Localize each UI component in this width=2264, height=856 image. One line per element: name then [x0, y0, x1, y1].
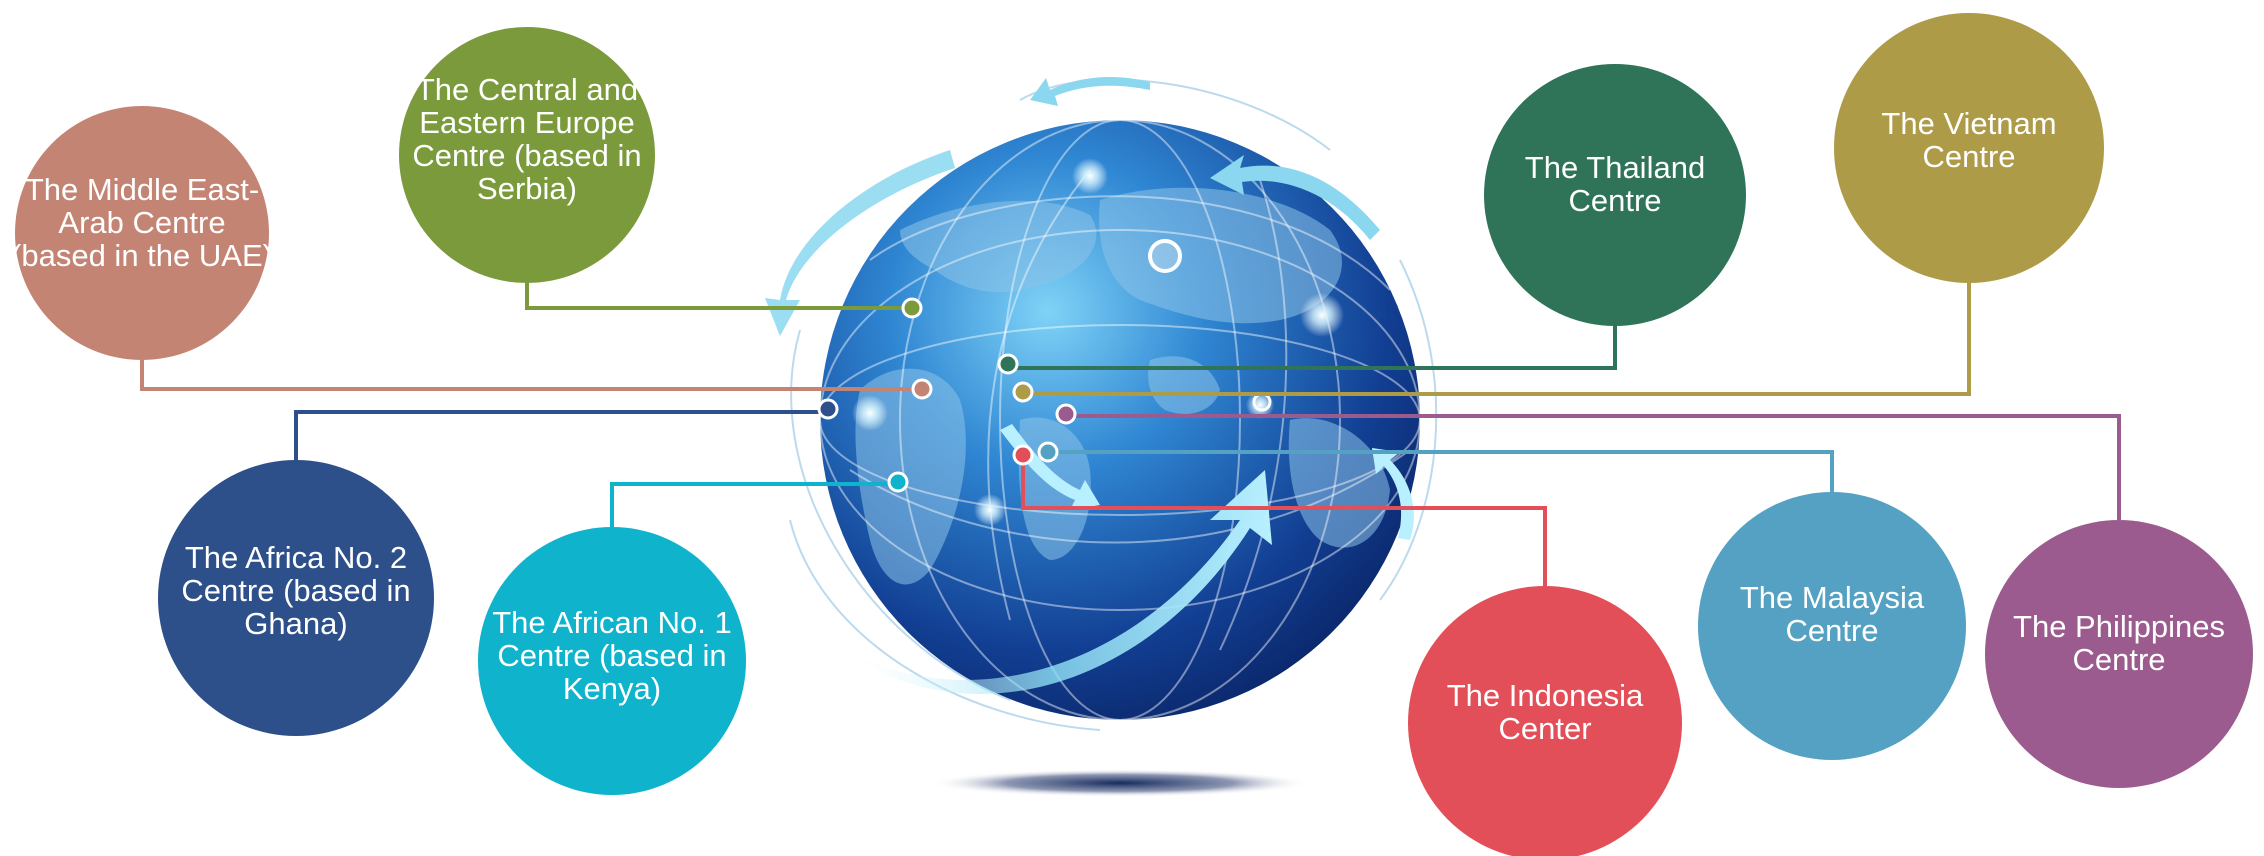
centre-circle-middle-east	[15, 106, 269, 360]
centre-circle-africa-no2	[158, 460, 434, 736]
centre-circle-thailand	[1484, 64, 1746, 326]
centre-label-africa-no2-line-3: Ghana)	[244, 606, 347, 641]
globe-grid-lines	[819, 119, 1421, 721]
connector-philippines	[1066, 414, 2121, 520]
arrow-right-lower	[1372, 448, 1414, 540]
dot-africa-no2	[817, 398, 839, 420]
centre-circle-philippines	[1985, 520, 2253, 788]
arrow-left	[765, 150, 955, 336]
centre-circle-central-eastern-europe	[399, 27, 655, 283]
connector-middle-east	[140, 360, 920, 391]
centre-label-middle-east-line-3: (based in the UAE)	[11, 238, 273, 273]
connector-lines	[140, 283, 2121, 586]
centre-label-africa-no1-line-3: Kenya)	[563, 671, 661, 706]
centre-label-central-eastern-europe-line-3: Centre (based in	[412, 138, 641, 173]
centre-circle-indonesia	[1408, 586, 1682, 856]
centre-label-middle-east-line-1: The Middle East-	[25, 172, 259, 207]
dot-malaysia	[1037, 441, 1059, 463]
dot-central-eastern-europe	[901, 297, 923, 319]
centre-label-malaysia-line-2: Centre	[1785, 613, 1878, 648]
connector-malaysia	[1048, 450, 1834, 492]
connector-central-eastern-europe	[525, 283, 912, 310]
centre-label-central-eastern-europe-line-1: The Central and	[416, 72, 638, 107]
centre-label-central-eastern-europe-line-4: Serbia)	[477, 171, 577, 206]
centre-label-thailand-line-2: Centre	[1568, 183, 1661, 218]
glow-points	[852, 158, 1344, 526]
centre-label-indonesia-line-1: The Indonesia	[1447, 678, 1644, 713]
globe-shadow	[930, 769, 1310, 797]
centre-label-indonesia-line-2: Center	[1498, 711, 1591, 746]
centre-label-thailand-line-1: The Thailand	[1525, 150, 1705, 185]
dot-indonesia	[1012, 444, 1034, 466]
centre-circle-africa-no1	[478, 527, 746, 795]
connector-africa-no2	[294, 410, 828, 460]
centre-label-africa-no1-line-1: The African No. 1	[492, 605, 732, 640]
dot-vietnam	[1012, 381, 1034, 403]
centre-label-philippines-line-1: The Philippines	[2013, 609, 2225, 644]
dot-middle-east	[911, 378, 933, 400]
centre-circle-malaysia	[1698, 492, 1966, 760]
centre-label-malaysia-line-1: The Malaysia	[1740, 580, 1925, 615]
centre-circle-vietnam	[1834, 13, 2104, 283]
centre-label-philippines-line-2: Centre	[2072, 642, 2165, 677]
dot-africa-no1	[887, 471, 909, 493]
dot-thailand	[997, 353, 1019, 375]
arrow-top	[1030, 76, 1150, 106]
connector-dots	[817, 297, 1077, 493]
centre-label-middle-east-line-2: Arab Centre	[58, 205, 225, 240]
connector-thailand	[1008, 326, 1617, 370]
centre-label-vietnam-line-2: Centre	[1922, 139, 2015, 174]
centre-label-africa-no1-line-2: Centre (based in	[497, 638, 726, 673]
centre-label-africa-no2-line-1: The Africa No. 2	[185, 540, 407, 575]
centre-label-africa-no2-line-2: Centre (based in	[181, 573, 410, 608]
centre-label-vietnam-line-1: The Vietnam	[1881, 106, 2056, 141]
centre-nodes: The Middle East-Arab Centre(based in the…	[11, 13, 2253, 856]
connector-vietnam	[1024, 283, 1971, 396]
connector-africa-no1	[610, 482, 898, 527]
dot-philippines	[1055, 403, 1077, 425]
connector-indonesia	[1021, 455, 1547, 586]
arrow-top-right	[1210, 155, 1380, 240]
centre-node-middle-east: The Middle East-Arab Centre(based in the…	[11, 106, 273, 360]
globe-illustration	[765, 76, 1438, 797]
centre-label-central-eastern-europe-line-2: Eastern Europe	[419, 105, 634, 140]
